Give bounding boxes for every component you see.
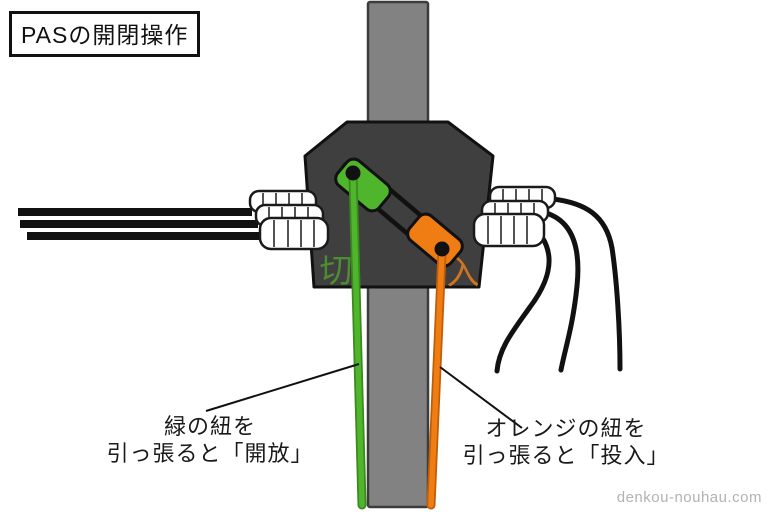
- jumper-wire: [494, 234, 552, 374]
- orange-cord-annotation-line1: オレンジの紐を: [485, 416, 647, 441]
- green-handle-hole: [345, 165, 361, 181]
- bushing-ribs: [262, 193, 303, 210]
- orange-cord: [428, 249, 445, 508]
- right-jumper-wires: [494, 196, 623, 374]
- green-cord: [350, 172, 365, 508]
- bushing-ribs: [268, 207, 309, 224]
- green-cord-annotation-line1: 緑の紐を: [163, 414, 256, 439]
- left-bushings: [248, 189, 330, 251]
- bushing-ribs: [502, 189, 543, 206]
- orange-cord-annotation-line2: 引っ張ると「投入」: [462, 443, 670, 468]
- right-bushings: [472, 185, 557, 248]
- right-leader-line: [439, 366, 523, 429]
- orange-handle: [406, 212, 464, 268]
- site-watermark: denkou-nouhau.com: [616, 489, 762, 506]
- jumper-wire: [550, 196, 623, 372]
- green-cord-annotation-line2: 引っ張ると「開放」: [106, 441, 314, 466]
- off-position-label: 切: [320, 252, 353, 289]
- bushing: [472, 212, 546, 248]
- jumper-wire: [543, 210, 581, 373]
- bushing-ribs: [494, 203, 535, 220]
- left-power-lines: [18, 208, 262, 240]
- bushing-ribs: [273, 220, 315, 247]
- bushing-shell: [258, 216, 330, 251]
- left-leader-line: [205, 363, 360, 412]
- bushing-ribs: [487, 216, 528, 244]
- green-cord-annotation: 緑の紐を 引っ張ると「開放」: [60, 413, 360, 467]
- orange-handle-hole: [434, 241, 450, 257]
- page-title: PASの開閉操作: [9, 11, 201, 57]
- bushing-shell: [472, 212, 546, 248]
- orange-cord-annotation: オレンジの紐を 引っ張ると「投入」: [416, 415, 716, 469]
- bushing: [258, 216, 330, 251]
